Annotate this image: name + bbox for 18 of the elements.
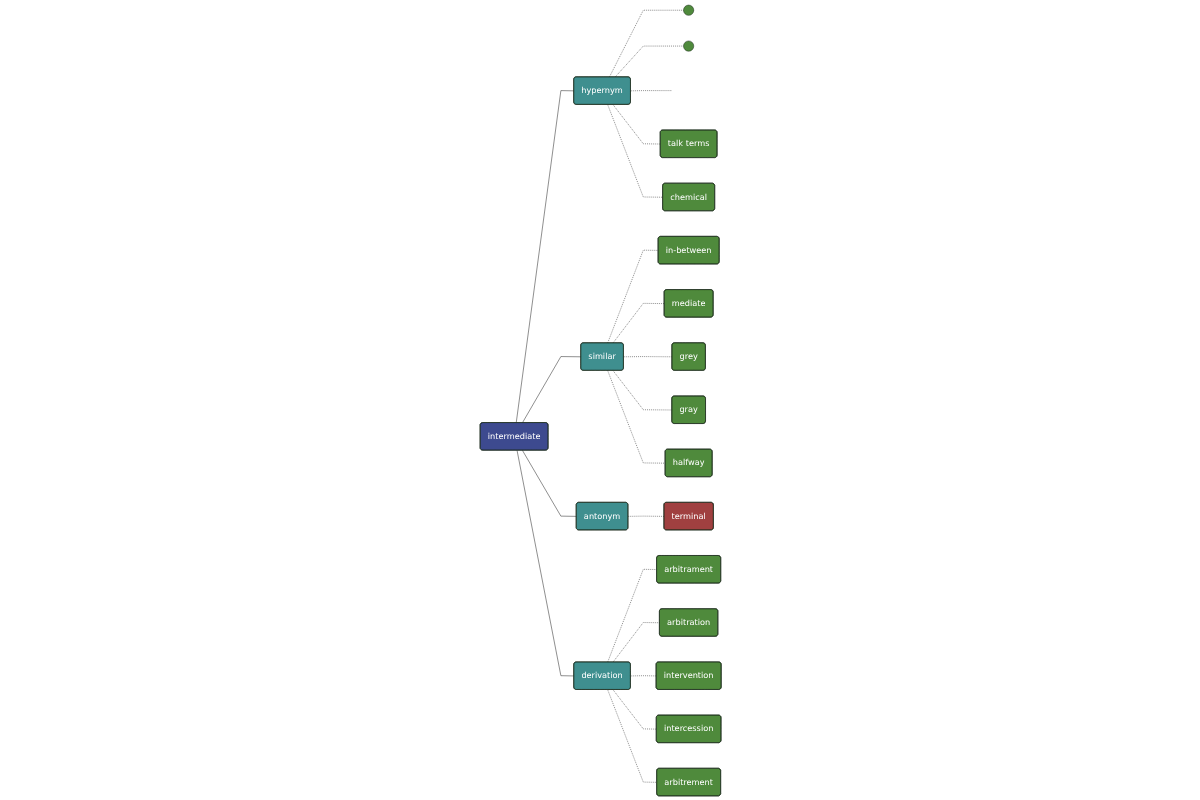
- connector: [606, 689, 657, 783]
- connector: [629, 90, 672, 92]
- connector: [612, 689, 657, 730]
- connector: [606, 370, 665, 464]
- connector: [612, 370, 672, 411]
- connector: [612, 303, 664, 344]
- connector: [612, 104, 661, 145]
- node-circle: [682, 40, 694, 52]
- connector: [629, 675, 656, 677]
- connector: [612, 622, 660, 663]
- connector: [627, 515, 664, 517]
- connector: [606, 104, 663, 198]
- connector: [521, 450, 577, 517]
- connector: [608, 9, 684, 78]
- connector: [516, 450, 574, 677]
- connector: [622, 356, 672, 358]
- connector: [614, 45, 684, 78]
- node-circle: [682, 4, 694, 16]
